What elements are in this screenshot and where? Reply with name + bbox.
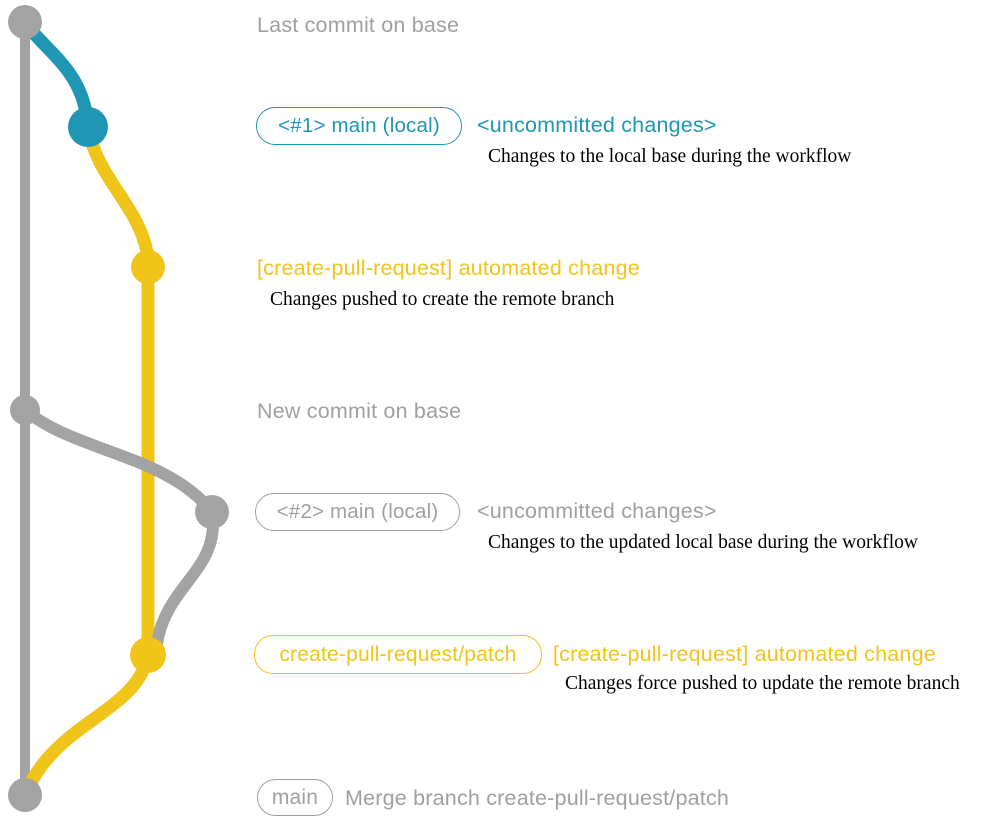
commit-node-merge (8, 778, 42, 812)
commit-node-new-base (10, 395, 40, 425)
automated-change-title-2: [create-pull-request] automated change (553, 642, 936, 666)
new-commit-label: New commit on base (257, 399, 462, 423)
branch-label-main-local-1: <#1> main (local) (256, 107, 462, 145)
branch-label-patch: create-pull-request/patch (254, 635, 542, 674)
uncommitted-changes-title-2: <uncommitted changes> (477, 499, 717, 523)
automated-change-title-1: [create-pull-request] automated change (257, 256, 640, 280)
automated-change-desc-1: Changes pushed to create the remote bran… (270, 289, 615, 310)
automated-change-desc-2: Changes force pushed to update the remot… (565, 673, 960, 694)
updated-main-branch-line (19, 404, 219, 650)
patch-merge-line (19, 648, 155, 800)
branch-label-main-local-2: <#2> main (local) (255, 493, 460, 531)
last-commit-label: Last commit on base (257, 13, 460, 37)
branch-label-main-final: main (257, 779, 333, 816)
merge-commit-title: Merge branch create-pull-request/patch (345, 786, 730, 810)
commit-node-patch-2 (130, 637, 166, 673)
commit-node-main-local-1 (68, 107, 108, 147)
uncommitted-changes-desc-1: Changes to the local base during the wor… (488, 146, 852, 167)
patch-branch-line (81, 120, 155, 662)
uncommitted-changes-title-1: <uncommitted changes> (477, 113, 717, 137)
uncommitted-changes-desc-2: Changes to the updated local base during… (488, 532, 918, 553)
commit-node-patch-1 (131, 250, 165, 284)
commit-node-last-base (8, 5, 42, 39)
commit-node-main-local-2 (195, 495, 229, 529)
